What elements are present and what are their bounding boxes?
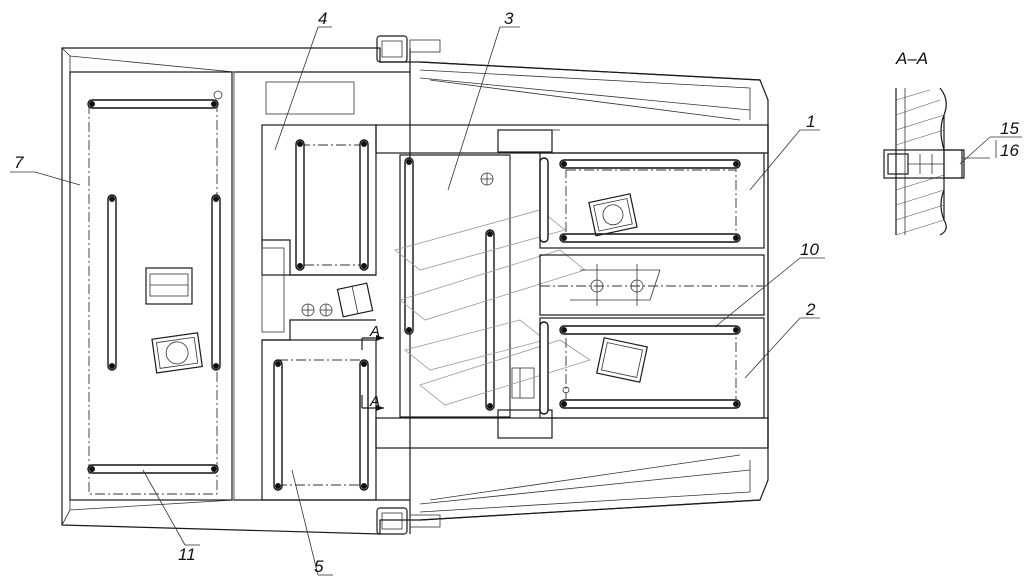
panel-4	[261, 81, 377, 276]
panel-2	[539, 317, 765, 419]
panel-3	[394, 154, 591, 418]
callout-7: 7	[14, 153, 24, 172]
panel-1	[539, 152, 765, 249]
section-title: A–A	[895, 49, 928, 68]
panel-7	[69, 71, 233, 501]
section-cut-marks	[361, 335, 384, 411]
callout-11: 11	[178, 545, 196, 564]
middle-strip	[261, 239, 376, 341]
panel-5	[261, 339, 377, 501]
panel-connector	[539, 254, 765, 316]
callout-16: 16	[1000, 141, 1019, 160]
callout-1: 1	[806, 112, 815, 131]
callout-5: 5	[314, 557, 324, 576]
cross-members	[375, 124, 769, 449]
leader-lines	[10, 26, 1022, 576]
section-marker-top: A	[369, 323, 380, 340]
section-marker-bottom: A	[369, 393, 380, 410]
callout-4: 4	[318, 9, 327, 28]
section-view-detail	[883, 87, 965, 236]
callout-15: 15	[1000, 119, 1019, 138]
callout-10: 10	[800, 240, 819, 259]
callout-2: 2	[805, 300, 816, 319]
callout-3: 3	[504, 9, 514, 28]
